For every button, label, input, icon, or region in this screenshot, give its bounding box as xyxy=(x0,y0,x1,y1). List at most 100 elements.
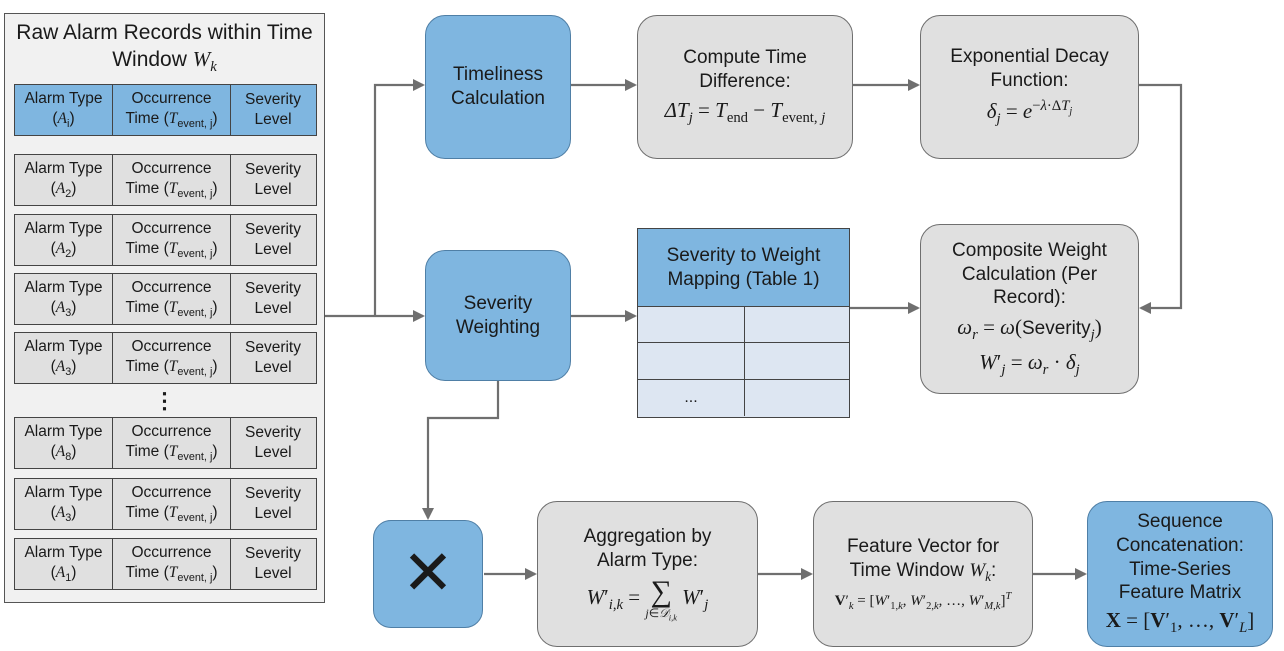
panel-title: Raw Alarm Records within Time Window Wk xyxy=(5,20,324,77)
severity-label: Severity xyxy=(245,338,301,356)
composite-formula2: W′j = ωr · δj xyxy=(979,349,1080,378)
timediff-line2: Difference: xyxy=(699,70,791,92)
occurrence-time-var: Time (Tevent, j) xyxy=(125,109,218,131)
timeliness-calculation-box: Timeliness Calculation xyxy=(425,15,571,159)
aggregation-box: Aggregation by Alarm Type: W′i,k = ∑ j∈𝒟… xyxy=(537,501,758,647)
alarm-type-cell: Alarm Type(A3) xyxy=(15,333,113,383)
multiply-operator-box: ✕ xyxy=(373,520,483,628)
timeliness-line2: Calculation xyxy=(451,88,545,109)
feature-formula: V′k = [W′1,k, W′2,k, …, W′M,k]T xyxy=(834,590,1012,612)
table-title-line1: Severity to Weight xyxy=(666,244,821,266)
composite-line1: Composite Weight xyxy=(952,239,1107,261)
table-cell xyxy=(745,306,849,343)
severity-label: Severity xyxy=(245,484,301,502)
feature-line2: Time Window xyxy=(849,560,965,582)
composite-line3: Record): xyxy=(993,287,1066,309)
occurrence-label: Occurrence xyxy=(131,159,212,177)
alarm-type-label: Alarm Type xyxy=(24,89,103,107)
alarm-type-cell: Alarm Type (Ai) xyxy=(15,85,113,135)
raw-alarm-records-panel: Raw Alarm Records within Time Window Wk … xyxy=(4,13,325,603)
sequence-line3: Time-Series xyxy=(1129,558,1231,580)
occurrence-label: Occurrence xyxy=(131,219,212,237)
decay-line2: Function: xyxy=(990,70,1069,92)
alarm-type-label: Alarm Type xyxy=(24,422,103,440)
table-cell-ellipsis: ... xyxy=(638,380,745,416)
level-label: Level xyxy=(254,111,292,128)
alarm-type-var: (A1) xyxy=(50,563,77,585)
occurrence-time-var: Time (Tevent, j) xyxy=(125,239,218,261)
sequence-line1: Sequence xyxy=(1137,511,1223,533)
occurrence-time-var: Time (Tevent, j) xyxy=(125,442,218,464)
level-label: Level xyxy=(254,359,292,376)
ellipsis: ⋮ xyxy=(153,388,176,413)
severity-label: Severity xyxy=(245,544,301,562)
panel-title-line2: within Time Window xyxy=(112,21,313,72)
decay-line1: Exponential Decay xyxy=(950,46,1109,68)
alarm-type-var: (A3) xyxy=(50,357,77,379)
severity-label: Severity xyxy=(245,160,301,178)
panel-title-line1: Raw Alarm Records xyxy=(16,21,202,44)
alarm-type-cell: Alarm Type(A3) xyxy=(15,479,113,529)
aggregation-line1: Aggregation by xyxy=(583,526,712,548)
alarm-type-label: Alarm Type xyxy=(24,278,103,296)
table-cell xyxy=(638,306,745,343)
aggregation-formula: W′i,k = ∑ j∈𝒟i,k W′j xyxy=(586,574,709,623)
occurrence-label: Occurrence xyxy=(131,337,212,355)
severity-line1: Severity xyxy=(463,292,533,314)
severity-label: Severity xyxy=(245,279,301,297)
alarm-type-label: Alarm Type xyxy=(24,219,103,237)
timediff-line1: Compute Time xyxy=(683,46,807,68)
occurrence-time-var: Time (Tevent, j) xyxy=(125,563,218,585)
table-cell xyxy=(745,380,849,416)
alarm-type-var: (A3) xyxy=(50,298,77,320)
timediff-formula: ΔTj = Tend − Tevent, j xyxy=(664,98,826,127)
alarm-type-var: (A3) xyxy=(50,503,77,525)
severity-weight-mapping-table: Severity to Weight Mapping (Table 1) ... xyxy=(637,228,850,418)
arrow-severity-to-multiply xyxy=(422,381,500,520)
alarm-type-cell: Alarm Type(A1) xyxy=(15,539,113,589)
occurrence-time-var: Time (Tevent, j) xyxy=(125,357,218,379)
alarm-type-cell: Alarm Type(A8) xyxy=(15,418,113,468)
alarm-type-cell: Alarm Type (A3) xyxy=(15,274,113,324)
composite-formula1: ωr = ω(Severityj) xyxy=(957,315,1102,344)
level-label: Level xyxy=(254,181,292,198)
arrow-decay-to-composite xyxy=(1139,83,1183,314)
occurrence-time-var: Time (Tevent, j) xyxy=(125,503,218,525)
severity-label: Severity xyxy=(245,90,301,108)
alarm-type-cell: Alarm Type(A2) xyxy=(15,155,113,205)
feature-vector-box: Feature Vector for Time Window Wk: V′k =… xyxy=(813,501,1033,647)
decay-formula: δj = e−λ·ΔTj xyxy=(986,97,1073,128)
table-cell xyxy=(745,343,849,380)
feature-line1: Feature Vector for xyxy=(846,536,1000,558)
panel-title-line2-wrap: within Time Window Wk xyxy=(112,21,313,75)
panel-title-sub: k xyxy=(210,59,217,76)
occurrence-label: Occurrence xyxy=(131,483,212,501)
occurrence-label: Occurrence xyxy=(131,422,212,440)
table-title-line2: Mapping (Table 1) xyxy=(667,268,820,290)
sequence-line4: Feature Matrix xyxy=(1118,582,1242,604)
severity-weighting-box: Severity Weighting xyxy=(425,250,571,381)
occurrence-label: Occurrence xyxy=(131,278,212,296)
alarm-type-var: (A2) xyxy=(50,239,77,261)
alarm-type-var: (Ai) xyxy=(52,109,75,131)
